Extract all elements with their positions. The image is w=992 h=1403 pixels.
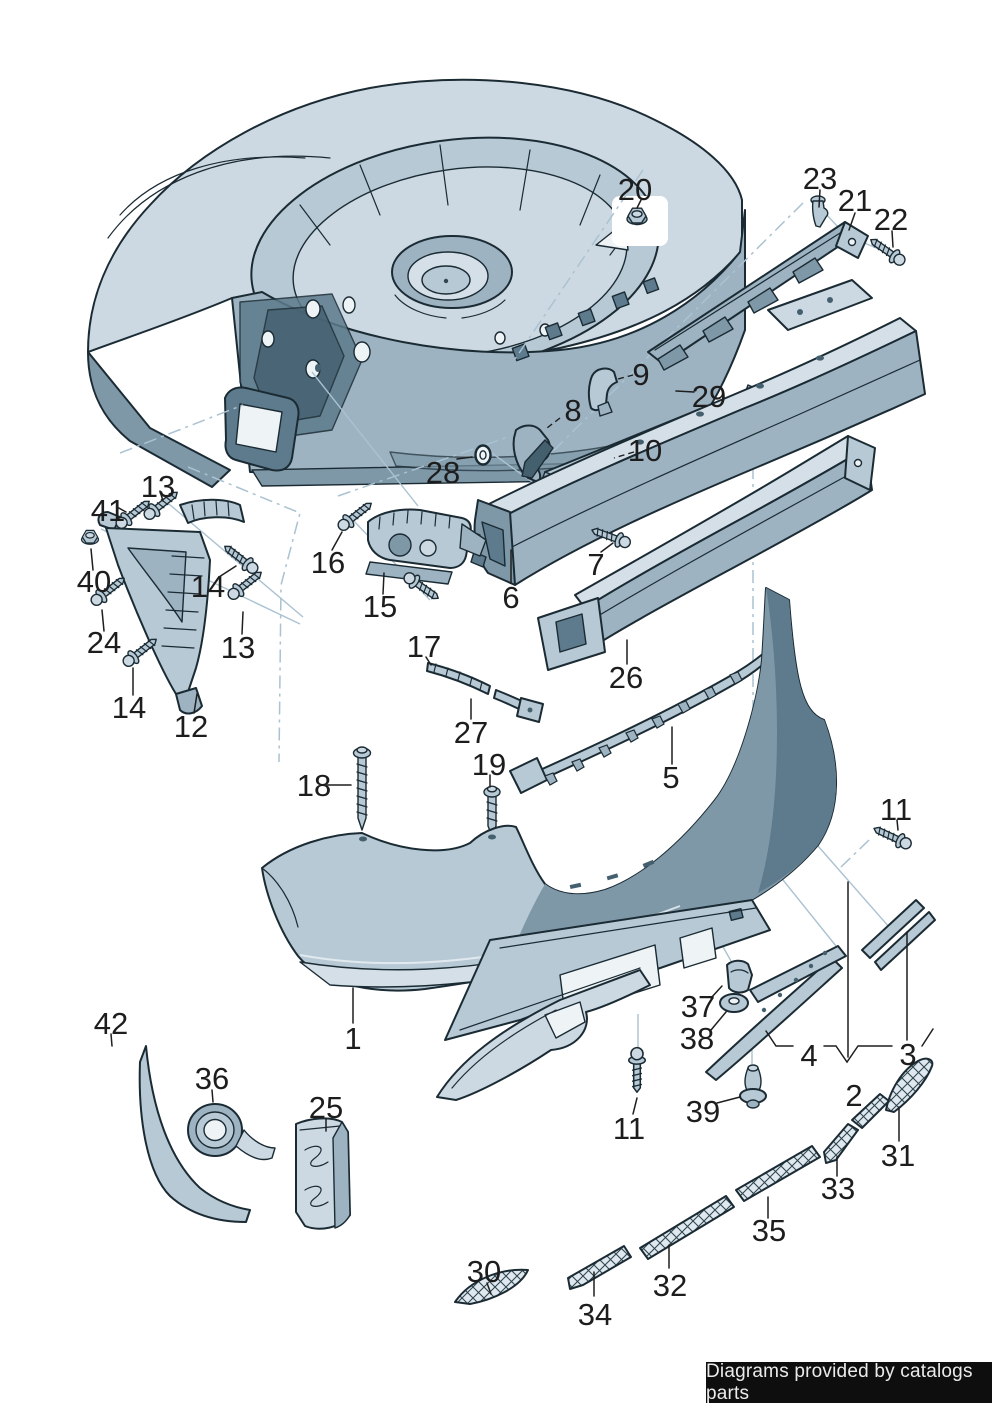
part-label-35-38[interactable]: 35 — [752, 1213, 786, 1248]
part-label-20-0[interactable]: 20 — [618, 172, 652, 207]
part-label-16-11[interactable]: 16 — [311, 545, 345, 580]
part-label-31-36[interactable]: 31 — [881, 1138, 915, 1173]
screw-11-bottom — [627, 1046, 647, 1093]
part-label-5-24[interactable]: 5 — [662, 760, 679, 795]
strip-27 — [493, 689, 544, 723]
body-left-sill — [87, 351, 231, 488]
strip-30 — [454, 1268, 529, 1305]
part-label-13-9[interactable]: 13 — [141, 469, 175, 504]
part-label-34-40[interactable]: 34 — [578, 1297, 612, 1332]
nut-38 — [719, 993, 749, 1013]
part-label-7-19[interactable]: 7 — [587, 547, 604, 582]
leader-lines — [90, 189, 934, 1297]
screw-18 — [352, 746, 372, 831]
foam-pad-25 — [295, 1117, 351, 1230]
clip-37 — [726, 959, 753, 994]
part-label-23-1[interactable]: 23 — [803, 161, 837, 196]
panel-slots — [511, 277, 660, 362]
exhaust-scoop — [436, 969, 651, 1101]
protective-strips — [454, 1057, 934, 1305]
part-label-40-12[interactable]: 40 — [77, 564, 111, 599]
vent-slat-3 — [861, 899, 936, 971]
part-label-17-17[interactable]: 17 — [407, 629, 441, 664]
part-label-15-14[interactable]: 15 — [363, 589, 397, 624]
part-label-26-20[interactable]: 26 — [609, 660, 643, 695]
footer-bar: Diagrams provided by catalogs parts — [706, 1360, 992, 1403]
rivet-39 — [739, 1064, 767, 1109]
part-label-1-28[interactable]: 1 — [344, 1021, 361, 1056]
mounting-rail-21 — [647, 195, 909, 371]
protective-film-42 — [138, 1045, 251, 1223]
strip-5-clips — [544, 671, 743, 786]
part-label-29-5[interactable]: 29 — [692, 379, 726, 414]
screw-22 — [865, 232, 909, 270]
part-label-39-34[interactable]: 39 — [686, 1094, 720, 1129]
part-label-3-32[interactable]: 3 — [899, 1037, 916, 1072]
bracket-8 — [512, 424, 554, 483]
part-label-21-2[interactable]: 21 — [838, 183, 872, 218]
part-label-28-8[interactable]: 28 — [426, 455, 460, 490]
part-label-30-41[interactable]: 30 — [467, 1254, 501, 1289]
part-label-9-4[interactable]: 9 — [632, 357, 649, 392]
strip-32 — [639, 1195, 735, 1260]
part-label-14-21[interactable]: 14 — [112, 690, 146, 725]
part-label-4-31[interactable]: 4 — [800, 1038, 817, 1073]
bracket-9 — [587, 367, 618, 417]
strip-31 — [885, 1057, 934, 1113]
part-label-22-3[interactable]: 22 — [874, 202, 908, 237]
nut-40 — [80, 529, 100, 545]
part-label-36-43[interactable]: 36 — [195, 1061, 229, 1096]
part-label-8-6[interactable]: 8 — [564, 393, 581, 428]
part-label-13-16[interactable]: 13 — [221, 630, 255, 665]
vent-slat-4 — [705, 945, 847, 1081]
part-label-32-39[interactable]: 32 — [653, 1268, 687, 1303]
part-label-27-23[interactable]: 27 — [454, 715, 488, 750]
screw-19 — [483, 785, 501, 837]
strip-17 — [426, 662, 491, 695]
part-label-24-15[interactable]: 24 — [87, 625, 121, 660]
bumper-cover-1 — [261, 587, 837, 992]
part-label-14-13[interactable]: 14 — [191, 569, 225, 604]
part-label-33-37[interactable]: 33 — [821, 1171, 855, 1206]
strip-34 — [567, 1245, 632, 1290]
part-label-10-7[interactable]: 10 — [628, 433, 662, 468]
part-label-25-44[interactable]: 25 — [309, 1090, 343, 1125]
footer-text: Diagrams provided by catalogs parts — [706, 1360, 973, 1403]
part-label-12-22[interactable]: 12 — [174, 709, 208, 744]
strip-33 — [823, 1123, 859, 1164]
part-label-6-18[interactable]: 6 — [502, 580, 519, 615]
tape-roll-36 — [187, 1103, 276, 1161]
part-label-37-29[interactable]: 37 — [681, 989, 715, 1024]
car-body — [87, 78, 746, 488]
part-label-18-25[interactable]: 18 — [297, 768, 331, 803]
grommet-28 — [474, 444, 492, 466]
part-label-42-42[interactable]: 42 — [94, 1006, 128, 1041]
clip-23 — [810, 195, 829, 228]
part-label-38-30[interactable]: 38 — [680, 1021, 714, 1056]
part-label-19-26[interactable]: 19 — [472, 747, 506, 782]
part-label-41-10[interactable]: 41 — [91, 493, 125, 528]
part-label-11-35[interactable]: 11 — [613, 1111, 645, 1146]
impact-bar-lower-26 — [537, 435, 876, 671]
tow-plate — [767, 279, 873, 331]
impact-bar-upper-6 — [464, 279, 926, 586]
bracket-12 — [97, 498, 245, 715]
spare-wheel-well — [250, 136, 660, 374]
strip-35 — [735, 1145, 821, 1202]
part-label-2-33[interactable]: 2 — [845, 1078, 862, 1113]
taillight-pocket — [224, 386, 300, 472]
part-label-11-27[interactable]: 11 — [880, 792, 912, 827]
